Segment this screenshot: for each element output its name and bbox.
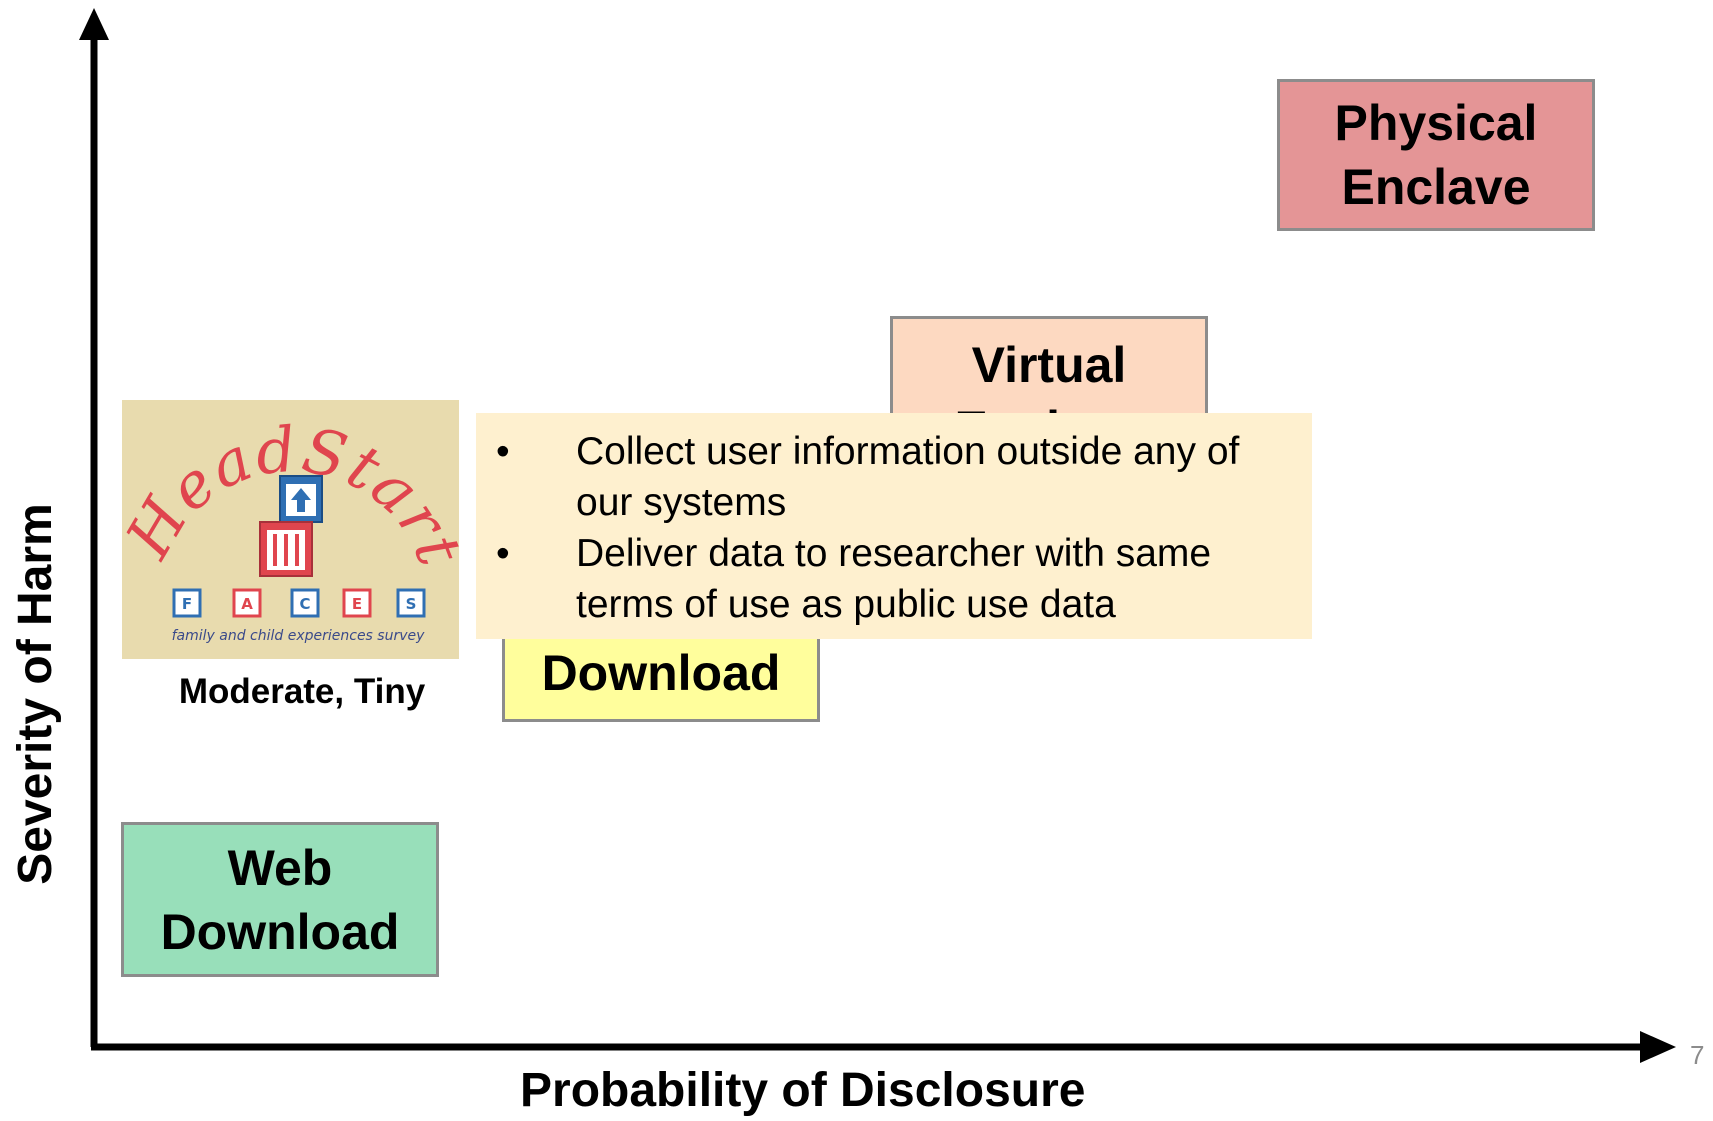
web-download-box: Web Download	[121, 822, 439, 977]
callout-item: • Collect user information outside any o…	[496, 426, 1292, 528]
callout-item-text: Collect user information outside any of …	[576, 430, 1240, 524]
logo-letter-c: C	[299, 595, 310, 613]
callout-item-text: Deliver data to researcher with same ter…	[576, 532, 1212, 626]
web-download-label-line2: Download	[160, 903, 400, 960]
head-start-faces-logo: HeadStart F A C E S family and child exp…	[122, 400, 459, 659]
callout-box: • Collect user information outside any o…	[476, 413, 1312, 639]
physical-enclave-label-line1: Physical	[1334, 95, 1538, 151]
logo-letter-s: S	[406, 595, 417, 613]
x-axis-arrow	[1640, 1031, 1676, 1063]
callout-item: • Deliver data to researcher with same t…	[496, 528, 1292, 630]
logo-caption: Moderate, Tiny	[178, 672, 426, 711]
y-axis-arrow	[79, 8, 109, 40]
page-number: 7	[1690, 1040, 1705, 1070]
callout-list: • Collect user information outside any o…	[496, 426, 1292, 630]
logo-letter-f: F	[182, 595, 192, 613]
physical-enclave-box: Physical Enclave	[1277, 79, 1595, 231]
logo-tagline: family and child experiences survey	[172, 628, 426, 644]
physical-enclave-label-line2: Enclave	[1341, 159, 1531, 215]
logo-letter-e: E	[352, 595, 362, 613]
bullet-icon: •	[496, 532, 510, 575]
download-label: Download	[541, 645, 781, 701]
web-download-label-line1: Web	[227, 839, 333, 896]
bullet-icon: •	[496, 430, 510, 473]
x-axis-title: Probability of Disclosure	[520, 1064, 1086, 1117]
head-start-logo-graphic: HeadStart F A C E S family and child exp…	[122, 412, 459, 644]
virtual-enclave-label-line1: Virtual	[971, 337, 1127, 393]
logo-letter-a: A	[241, 595, 253, 613]
y-axis-title: Severity of Harm	[9, 503, 62, 885]
